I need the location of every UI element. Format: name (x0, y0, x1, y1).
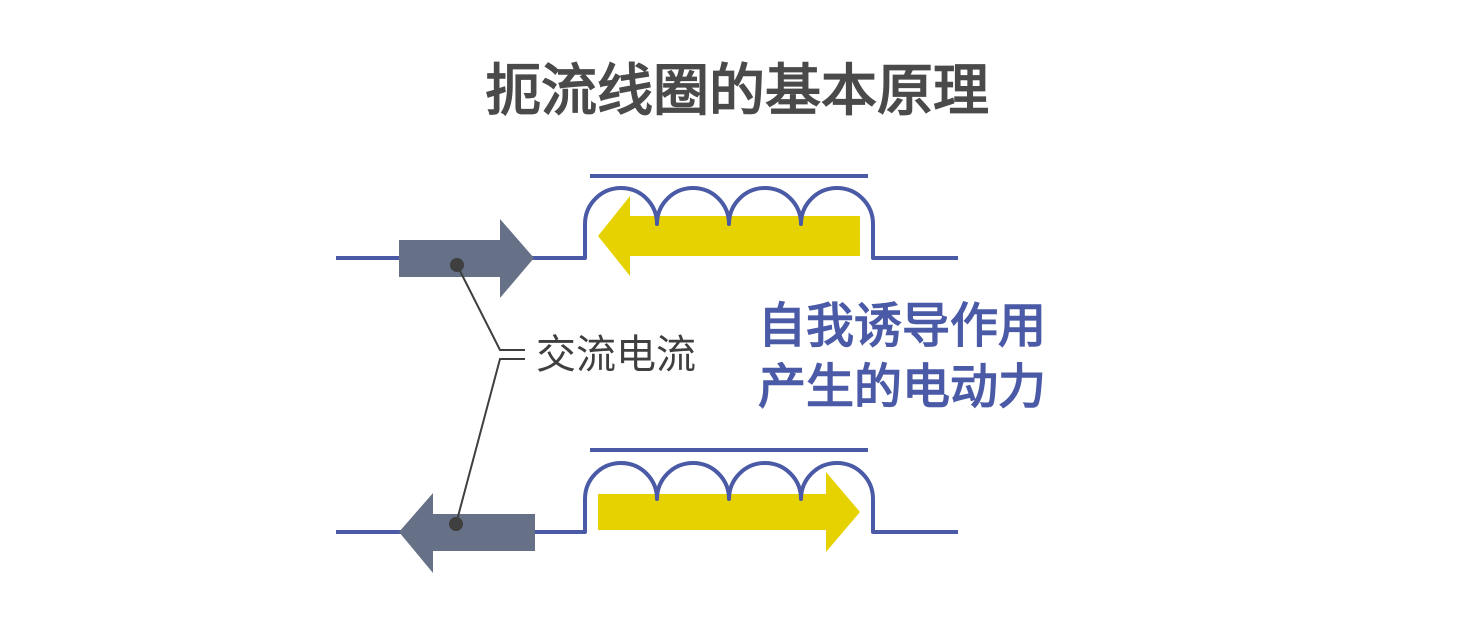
top-coil-wire (336, 186, 958, 260)
bottom-current-arrow (399, 493, 535, 573)
top-circuit (336, 174, 958, 298)
leader-lines (455, 264, 525, 525)
bottom-coil-wire (336, 461, 958, 534)
emf-label-line2: 产生的电动力 (758, 359, 1046, 415)
top-emf-arrow (598, 196, 860, 276)
top-current-arrow (399, 219, 534, 298)
ac-current-label: 交流电流 (536, 332, 696, 378)
bottom-emf-arrow (598, 472, 860, 552)
leader-line-top (456, 264, 525, 351)
bottom-circuit (336, 448, 958, 573)
diagram-title: 扼流线圈的基本原理 (485, 59, 989, 124)
emf-label-line1: 自我诱导作用 (758, 298, 1046, 354)
leader-line-bottom (455, 358, 525, 525)
